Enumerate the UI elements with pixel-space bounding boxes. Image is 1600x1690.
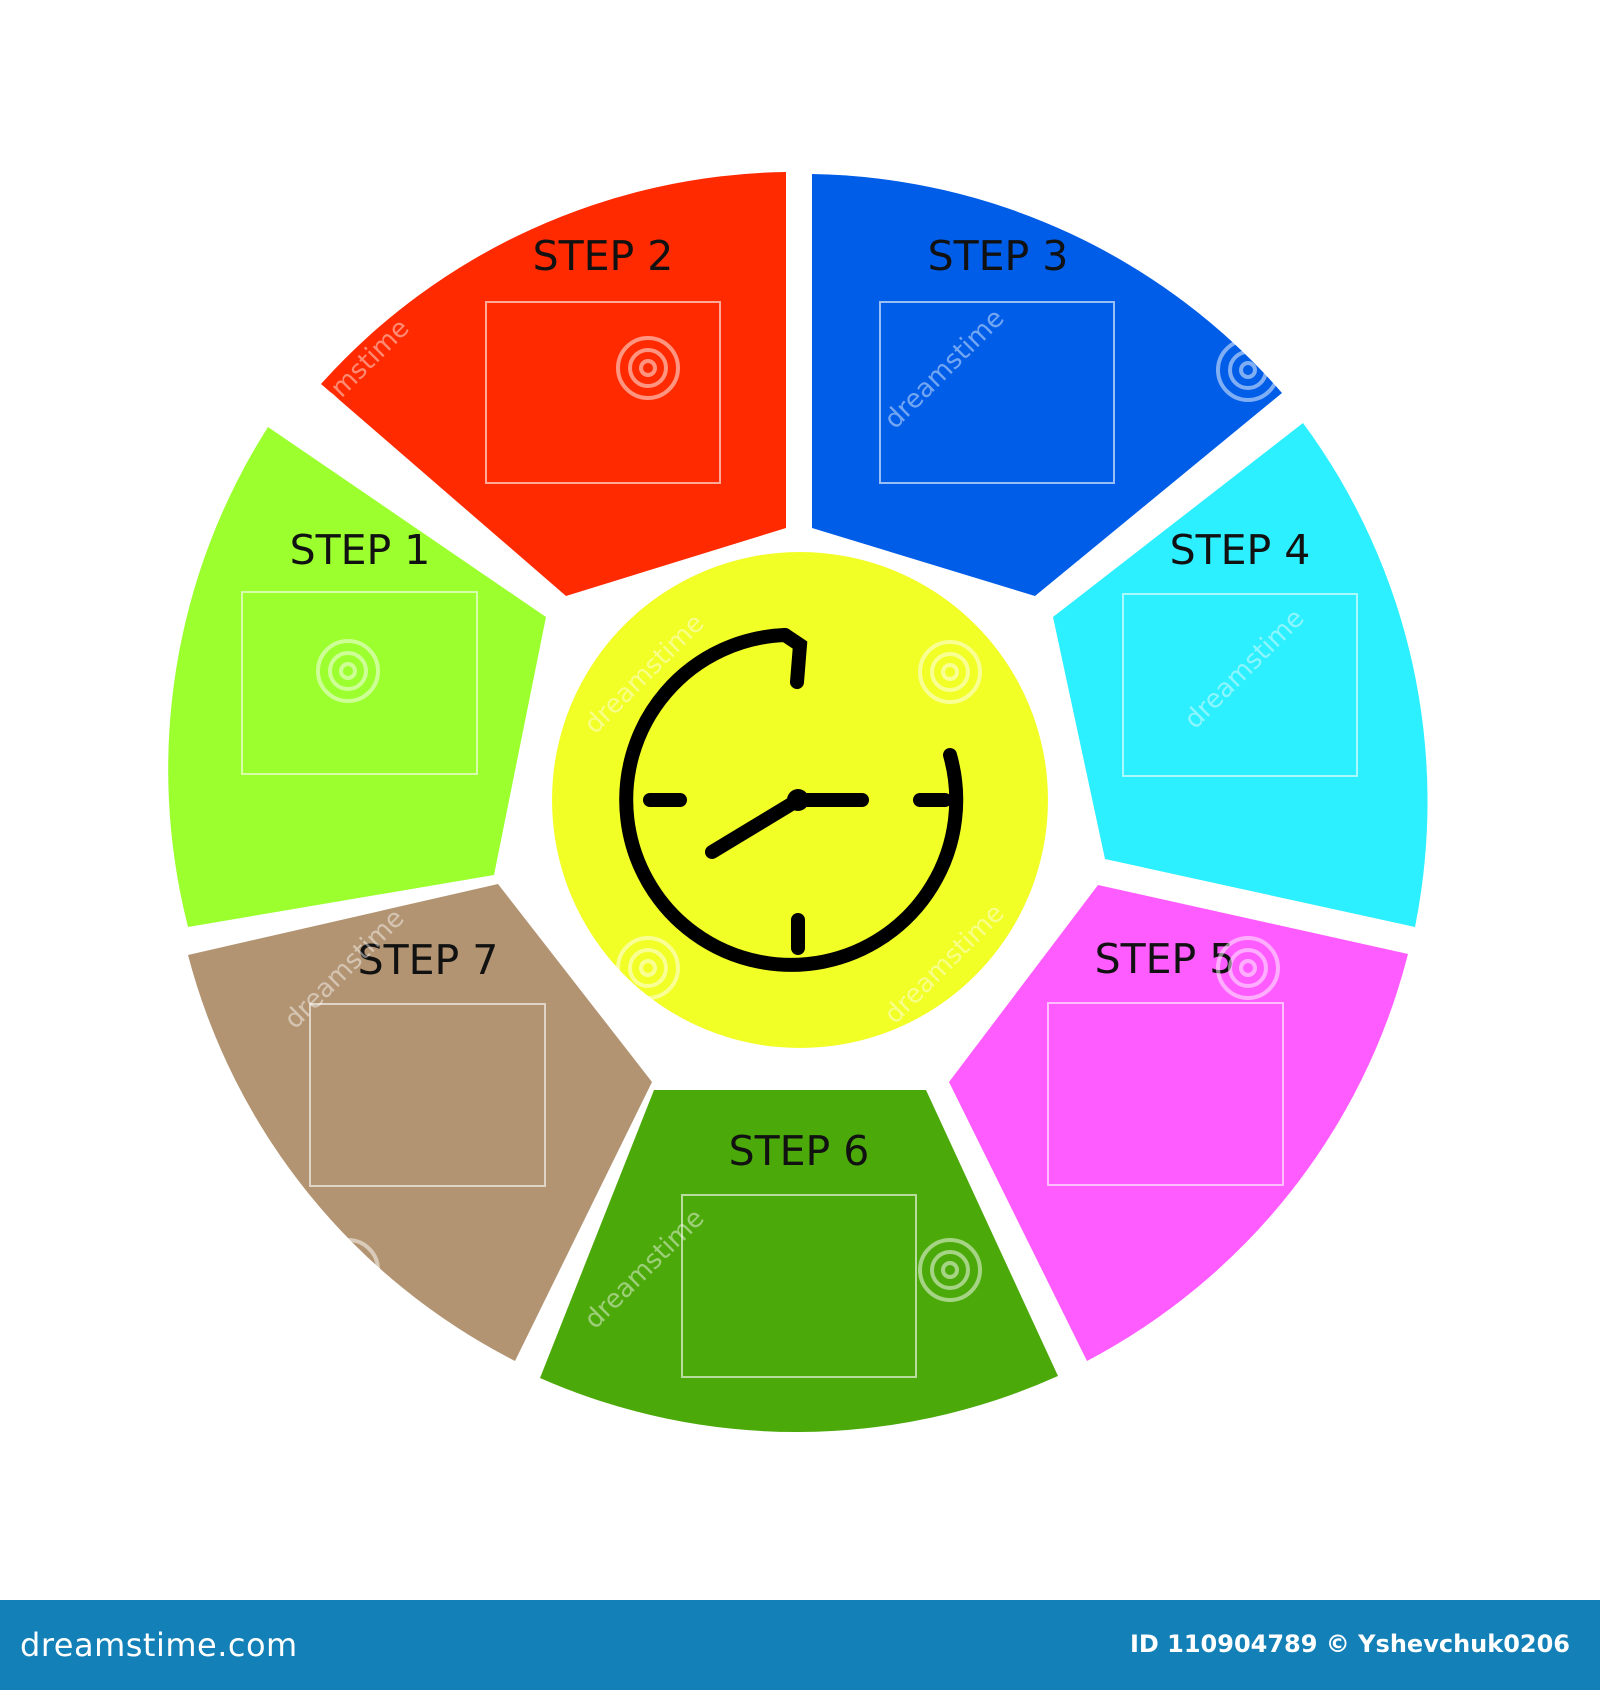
step-4-label: STEP 4 bbox=[1170, 526, 1311, 574]
step-6-wedge bbox=[540, 1090, 1058, 1433]
footer-bar: dreamstime.com ID 110904789 © Yshevchuk0… bbox=[0, 1600, 1600, 1690]
step-7-text-box bbox=[309, 1003, 546, 1187]
clock-refresh-icon bbox=[619, 628, 964, 972]
step-6-segment: STEP 6 bbox=[540, 1090, 1058, 1433]
step-7-segment: STEP 7 bbox=[188, 884, 652, 1361]
step-4-text-box bbox=[1122, 593, 1358, 777]
step-6-label: STEP 6 bbox=[729, 1127, 870, 1175]
step-3-label: STEP 3 bbox=[928, 232, 1069, 280]
footer-brand: dreamstime.com bbox=[20, 1626, 298, 1664]
step-1-segment: STEP 1 bbox=[168, 427, 546, 927]
step-7-label: STEP 7 bbox=[358, 936, 499, 984]
step-3-wedge bbox=[812, 174, 1282, 596]
step-5-text-box bbox=[1047, 1002, 1284, 1186]
step-2-segment: STEP 2 bbox=[321, 172, 786, 596]
step-3-text-box bbox=[879, 301, 1115, 484]
step-2-label: STEP 2 bbox=[533, 232, 674, 280]
step-1-wedge bbox=[168, 427, 546, 927]
step-6-text-box bbox=[681, 1194, 917, 1378]
watermark-spiral-icon bbox=[1216, 338, 1280, 402]
watermark-spiral-icon bbox=[616, 936, 680, 1000]
step-4-wedge bbox=[1053, 423, 1428, 927]
step-cycle-diagram: STEP 1 STEP 2 STEP 3 STEP 4 STEP 5 bbox=[168, 172, 1428, 1433]
step-2-text-box bbox=[485, 301, 721, 484]
step-3-segment: STEP 3 bbox=[812, 174, 1282, 596]
watermark-spiral-icon bbox=[316, 1238, 380, 1302]
footer-credit: ID 110904789 © Yshevchuk0206 bbox=[1129, 1630, 1570, 1658]
step-5-segment: STEP 5 bbox=[949, 885, 1408, 1361]
watermark-spiral-icon bbox=[918, 1238, 982, 1302]
watermark-spiral-icon bbox=[616, 336, 680, 400]
watermark-spiral-icon bbox=[918, 640, 982, 704]
watermark-spiral-icon bbox=[316, 639, 380, 703]
step-4-segment: STEP 4 bbox=[1053, 423, 1428, 927]
watermark-spiral-icon bbox=[1216, 936, 1280, 1000]
step-5-label: STEP 5 bbox=[1095, 935, 1236, 983]
step-1-text-box bbox=[241, 591, 478, 775]
step-2-wedge bbox=[321, 172, 786, 596]
step-1-label: STEP 1 bbox=[290, 526, 431, 574]
